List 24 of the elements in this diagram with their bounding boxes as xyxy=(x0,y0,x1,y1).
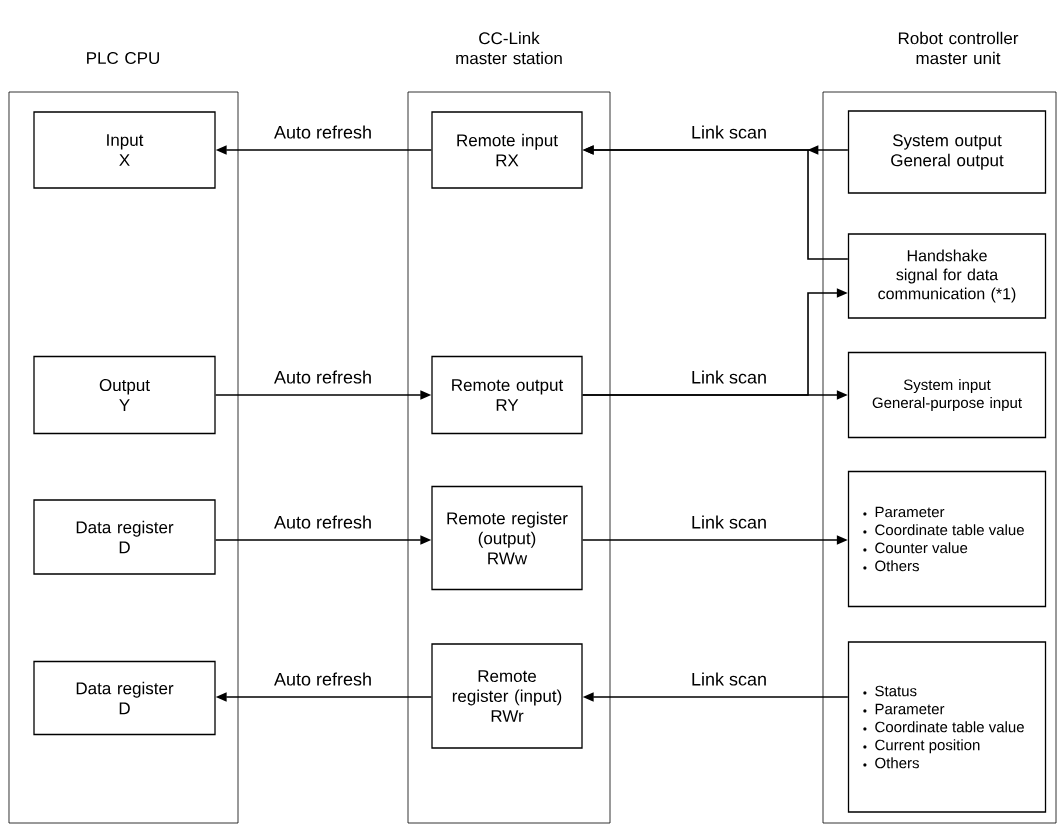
process-box: Remote register (output) RWw xyxy=(431,485,583,591)
process-box: Data register D xyxy=(33,660,216,736)
process-box: System input General-purpose input xyxy=(847,351,1047,439)
process-box: Remote register (input) RWr xyxy=(431,643,583,749)
process-box: Data register D xyxy=(33,499,216,575)
edge-label: Auto refresh xyxy=(273,124,374,140)
edge-label: Auto refresh xyxy=(273,369,374,385)
process-box: Remote input RX xyxy=(431,111,583,189)
edge-label: Auto refresh xyxy=(273,514,374,530)
process-box: System output General output xyxy=(847,110,1047,194)
edge-label: Link scan xyxy=(690,369,769,385)
edge-label: Auto refresh xyxy=(273,671,374,687)
process-box: Input X xyxy=(33,111,216,189)
process-box: Handshake signal for data communication (*1) xyxy=(847,233,1047,319)
list-box: Status Parameter Coordinate table value Current position Others xyxy=(847,641,1047,813)
column-heading: Robot controller master unit xyxy=(898,31,1019,65)
list-box: Parameter Coordinate table value Counter value Others xyxy=(847,470,1047,608)
process-box: Output Y xyxy=(33,355,216,435)
edge-label: Link scan xyxy=(690,124,769,140)
column-heading: CC-Link master station xyxy=(456,31,562,65)
process-box: Remote output RY xyxy=(431,355,583,435)
column-heading: PLC CPU xyxy=(87,52,159,65)
edge-label: Link scan xyxy=(690,671,769,687)
edge-label: Link scan xyxy=(690,514,769,530)
